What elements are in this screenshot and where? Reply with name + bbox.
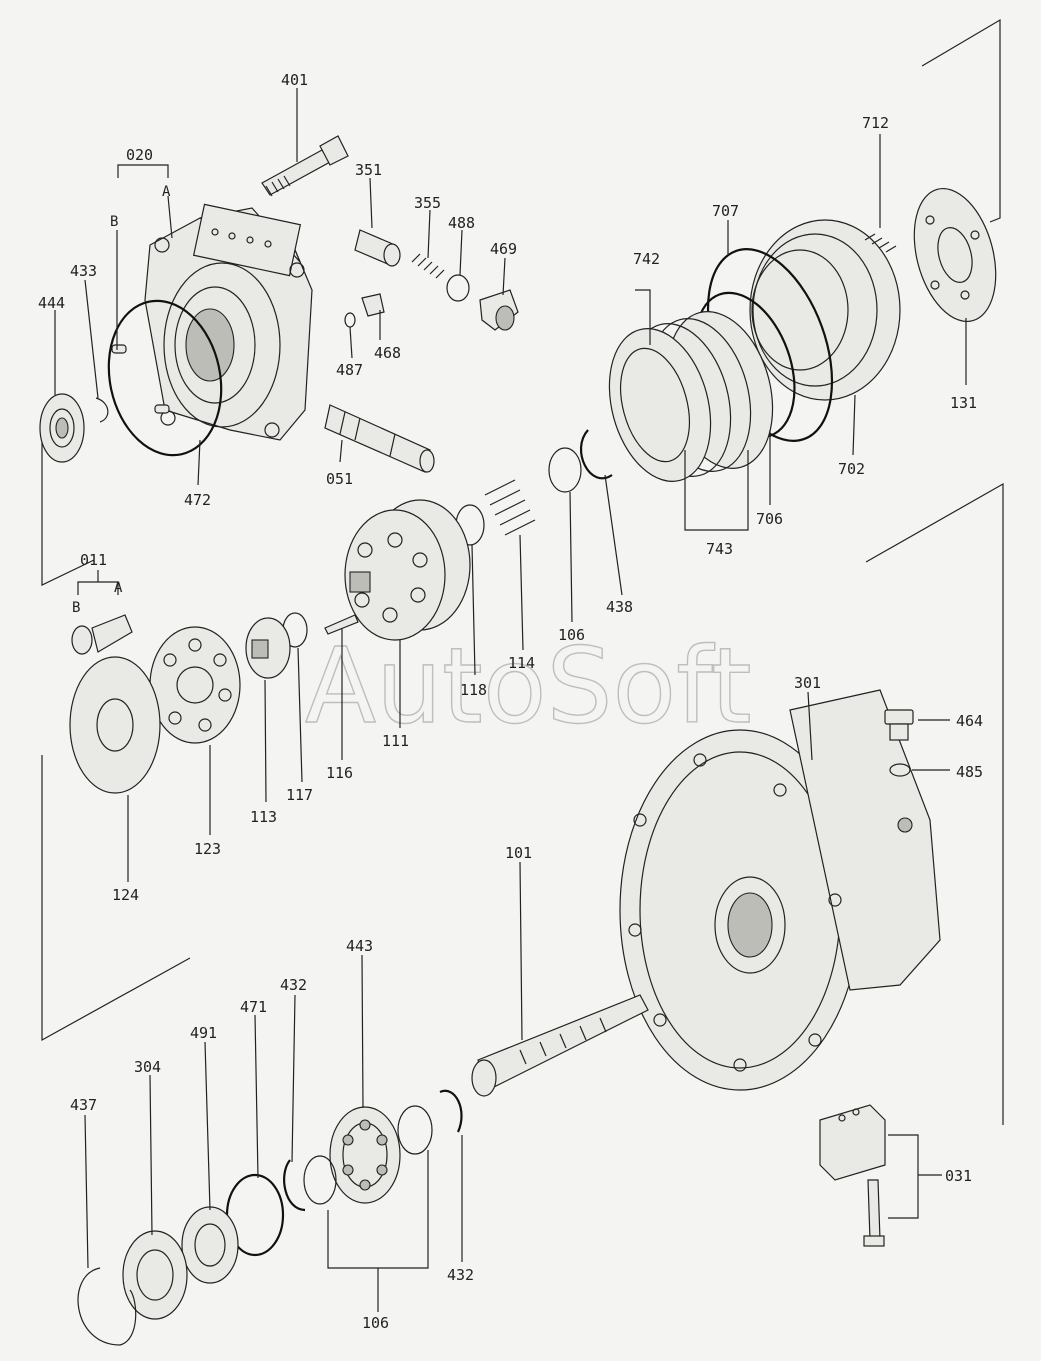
label-031: 031	[945, 1167, 972, 1185]
shaft-101	[471, 994, 649, 1097]
valve-parts-351-469	[344, 229, 519, 331]
plug-464	[884, 709, 914, 741]
label-707: 707	[712, 202, 739, 220]
label-116: 116	[326, 764, 353, 782]
label-020-b: B	[110, 214, 118, 230]
cylinder-block-111	[344, 499, 471, 641]
label-020-a: A	[162, 184, 171, 200]
label-488: 488	[448, 214, 475, 232]
bolt-401	[261, 135, 349, 197]
section-divider-lines	[41, 18, 1004, 1125]
label-487: 487	[336, 361, 363, 379]
label-106-top: 106	[558, 626, 585, 644]
label-106-bottom: 106	[362, 1314, 389, 1332]
label-301: 301	[794, 674, 821, 692]
plate-131	[913, 187, 997, 323]
rings-438-106-114-118	[455, 429, 613, 546]
label-702: 702	[838, 460, 865, 478]
piston-assembly-011	[71, 614, 133, 655]
label-011: 011	[80, 551, 107, 569]
snap-ring-433	[95, 397, 109, 423]
ring-106	[397, 1105, 433, 1155]
label-111: 111	[382, 732, 409, 750]
swash-plate-124	[69, 656, 161, 794]
watermark: AutoSoft	[305, 625, 752, 747]
label-433: 433	[70, 262, 97, 280]
label-743: 743	[706, 540, 733, 558]
label-124: 124	[112, 886, 139, 904]
seal-491	[181, 1206, 239, 1284]
label-051: 051	[326, 470, 353, 488]
label-113: 113	[250, 808, 277, 826]
label-123: 123	[194, 840, 221, 858]
snap-ring-437	[77, 1267, 137, 1346]
cover-304	[122, 1230, 188, 1320]
valve-housing-020	[144, 203, 313, 441]
label-432-bottom: 432	[447, 1266, 474, 1284]
label-472: 472	[184, 491, 211, 509]
casing-301	[619, 689, 941, 1091]
label-438: 438	[606, 598, 633, 616]
label-444: 444	[38, 294, 65, 312]
label-443: 443	[346, 937, 373, 955]
ring-106-left	[303, 1155, 337, 1205]
spherical-bushing-113	[245, 617, 291, 679]
label-491: 491	[190, 1024, 217, 1042]
label-485: 485	[956, 763, 983, 781]
label-011-a: A	[114, 580, 123, 596]
label-114: 114	[508, 654, 535, 672]
valve-plate-123	[149, 626, 241, 744]
label-401: 401	[281, 71, 308, 89]
label-304: 304	[134, 1058, 161, 1076]
label-437: 437	[70, 1096, 97, 1114]
bearing-443	[329, 1106, 401, 1204]
label-355: 355	[414, 194, 441, 212]
label-742: 742	[633, 250, 660, 268]
label-011-b: B	[72, 600, 80, 616]
snap-ring-432-right	[439, 1089, 463, 1133]
o-ring-472	[107, 299, 223, 457]
label-469: 469	[490, 240, 517, 258]
label-432-top: 432	[280, 976, 307, 994]
label-351: 351	[355, 161, 382, 179]
label-464: 464	[956, 712, 983, 730]
label-020: 020	[126, 146, 153, 164]
label-117: 117	[286, 786, 313, 804]
friction-plates-742-743	[608, 311, 774, 482]
label-101: 101	[505, 844, 532, 862]
label-118: 118	[460, 681, 487, 699]
leader-lines	[54, 88, 967, 1312]
o-ring-485	[889, 763, 911, 777]
part-labels: 401 020 A B 433 444 351 355 488 469 487 …	[38, 71, 983, 1332]
pin-b	[111, 344, 170, 414]
label-712: 712	[862, 114, 889, 132]
label-706: 706	[756, 510, 783, 528]
bearing-444	[39, 393, 85, 463]
label-131: 131	[950, 394, 977, 412]
brake-piston-702	[749, 219, 901, 401]
spool-051	[324, 404, 435, 473]
label-471: 471	[240, 998, 267, 1016]
snap-ring-432-left	[283, 1159, 306, 1212]
valve-block-031	[819, 1104, 886, 1247]
pin-116	[324, 614, 359, 635]
label-468: 468	[374, 344, 401, 362]
spring-712	[864, 233, 897, 253]
